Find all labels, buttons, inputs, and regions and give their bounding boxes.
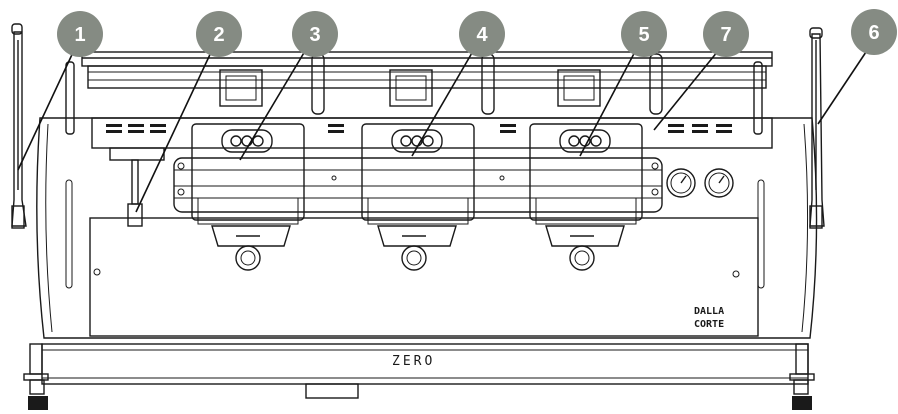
steam-wand-left xyxy=(11,23,27,229)
callout-6-number: 6 xyxy=(868,22,879,44)
cup-tray xyxy=(81,51,773,89)
callout-3: 3 xyxy=(292,11,338,57)
callout-7-number: 7 xyxy=(720,24,731,46)
callout-4-number: 4 xyxy=(476,24,488,46)
callout-7: 7 xyxy=(703,11,749,57)
group-head-1 xyxy=(191,53,325,271)
front-rails xyxy=(173,157,663,213)
callout-2: 2 xyxy=(196,11,242,57)
callout-6: 6 xyxy=(851,9,897,55)
vent-grilles xyxy=(106,124,732,133)
hot-water-spout xyxy=(109,147,165,227)
callout-3-number: 3 xyxy=(309,24,320,46)
machine-body xyxy=(36,117,818,339)
callout-5-number: 5 xyxy=(638,24,649,46)
group-head-2 xyxy=(361,53,495,271)
callout-1: 1 xyxy=(57,11,103,57)
model-label: ZERO xyxy=(392,354,435,369)
callout-4: 4 xyxy=(459,11,505,57)
brand-line-1: DALLA xyxy=(694,306,724,317)
steam-lever-left xyxy=(65,61,75,135)
callout-2-number: 2 xyxy=(213,24,224,46)
callout-5: 5 xyxy=(621,11,667,57)
callout-leaders xyxy=(17,45,871,213)
steam-wand-right xyxy=(809,27,825,229)
steam-lever-right xyxy=(753,61,763,135)
group-head-3 xyxy=(529,53,663,271)
callout-1-number: 1 xyxy=(74,24,85,46)
pressure-gauges xyxy=(666,168,734,198)
machine-base xyxy=(23,343,815,410)
brand-line-2: CORTE xyxy=(694,319,724,330)
